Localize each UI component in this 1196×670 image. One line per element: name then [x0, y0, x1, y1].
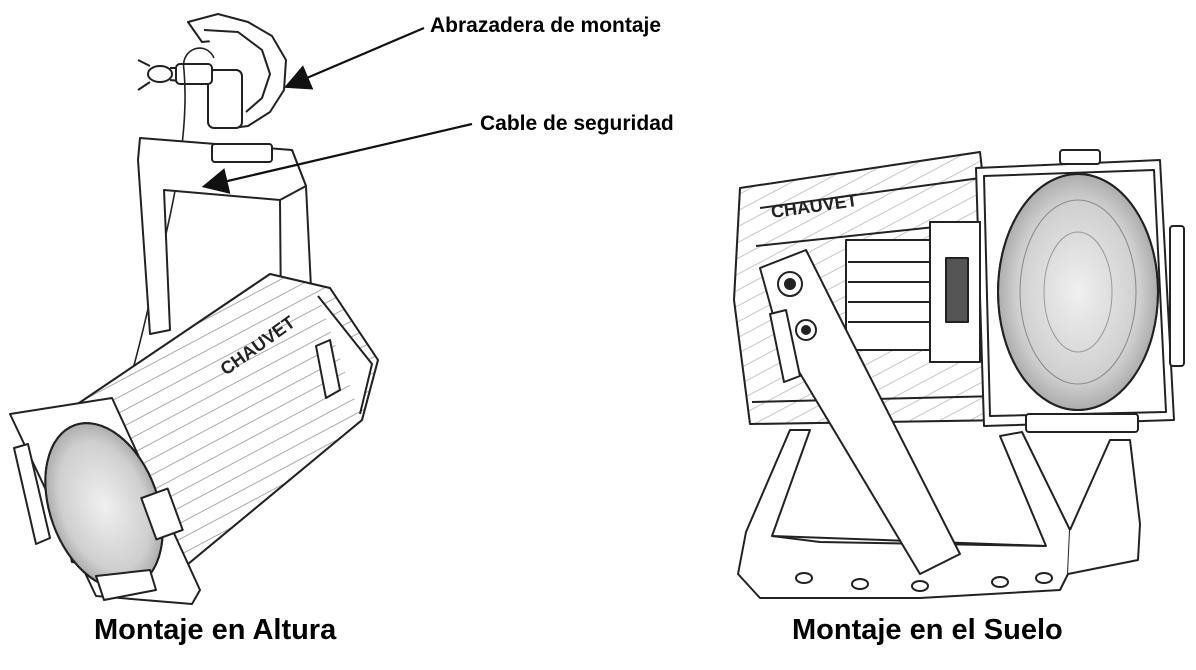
clamp-callout-label: Abrazadera de montaje	[430, 14, 662, 37]
floor-fixture-drawing: CHAUVET	[733, 149, 1185, 599]
hanging-mount-caption: Montaje en Altura	[94, 614, 337, 646]
floor-stand	[737, 429, 1141, 599]
floor-mount-caption: Montaje en el Suelo	[792, 614, 1063, 646]
hanging-fixture-drawing: CHAUVET	[9, 13, 379, 605]
hanging-fixture-body: CHAUVET	[9, 273, 379, 605]
safety-cable-callout-label: Cable de seguridad	[480, 112, 674, 135]
floor-front-frame	[929, 149, 1185, 433]
clamp-arrow	[283, 26, 425, 90]
mounting-clamp	[137, 13, 287, 129]
floor-yoke	[759, 249, 961, 575]
safety-cable-arrow	[201, 122, 473, 194]
